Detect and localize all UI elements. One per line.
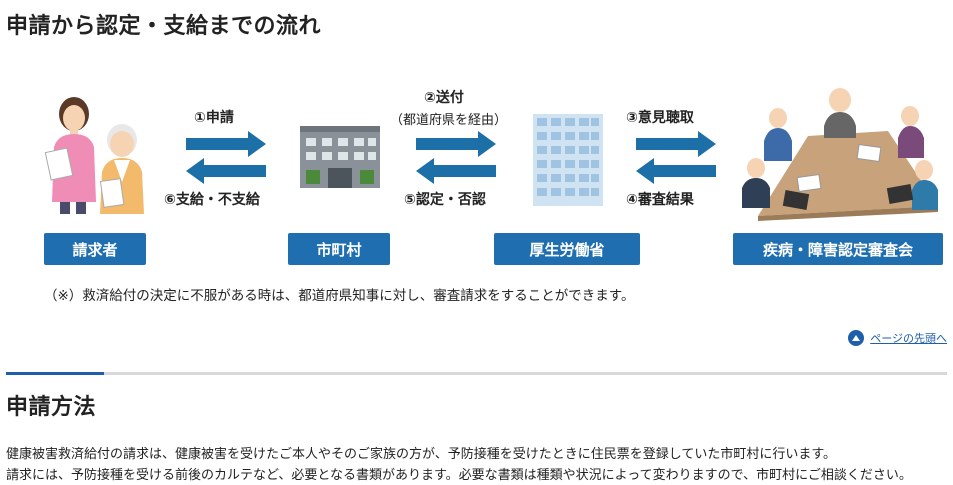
box-applicant: 請求者 (44, 233, 146, 265)
box-municipality: 市町村 (288, 233, 390, 265)
arrow-up-icon (848, 330, 865, 346)
flow-diagram: ①申請 ⑥支給・不支給 ②送付 （都道府県を経由） ⑤認定・否認 ③意見聴取 ④… (0, 78, 953, 278)
box-council: 疾病・障害認定審査会 (733, 233, 943, 265)
arrow-left-2 (416, 158, 496, 184)
arrow-right-1 (186, 131, 266, 157)
page-top-link-group[interactable]: ページの先頭へ (848, 330, 947, 346)
step-label-opinion: ③意見聴取 (626, 110, 694, 126)
step-label-send: ②送付 (424, 90, 464, 106)
step-label-payment: ⑥支給・不支給 (164, 192, 260, 208)
step-label-apply: ①申請 (194, 110, 234, 126)
page-top-link[interactable]: ページの先頭へ (870, 332, 947, 345)
section-title: 申請方法 (6, 395, 97, 420)
body-paragraph-1: 健康被害救済給付の請求は、健康被害を受けたご本人やそのご家族の方が、予防接種を受… (6, 447, 837, 462)
page-title: 申請から認定・支給までの流れ (6, 14, 322, 39)
body-paragraph-2: 請求には、予防接種を受ける前後のカルテなど、必要となる書類があります。必要な書類… (6, 468, 912, 483)
step-label-certify: ⑤認定・否認 (404, 192, 486, 208)
ministry-building-icon (533, 114, 603, 206)
arrow-left-1 (186, 158, 266, 184)
appeal-note: （※）救済給付の決定に不服がある時は、都道府県知事に対し、審査請求をすることがで… (44, 288, 635, 304)
city-hall-icon (300, 126, 380, 188)
section-divider (6, 372, 947, 375)
applicant-illustration (44, 97, 144, 214)
step-label-send-note: （都道府県を経由） (390, 113, 508, 128)
step-label-result: ④審査結果 (626, 192, 694, 208)
arrow-left-3 (636, 158, 716, 184)
section-divider-accent (6, 372, 104, 375)
box-ministry: 厚生労働省 (494, 233, 640, 265)
arrow-right-2 (416, 131, 496, 157)
arrow-right-3 (636, 131, 716, 157)
council-meeting-illustration (742, 88, 938, 221)
